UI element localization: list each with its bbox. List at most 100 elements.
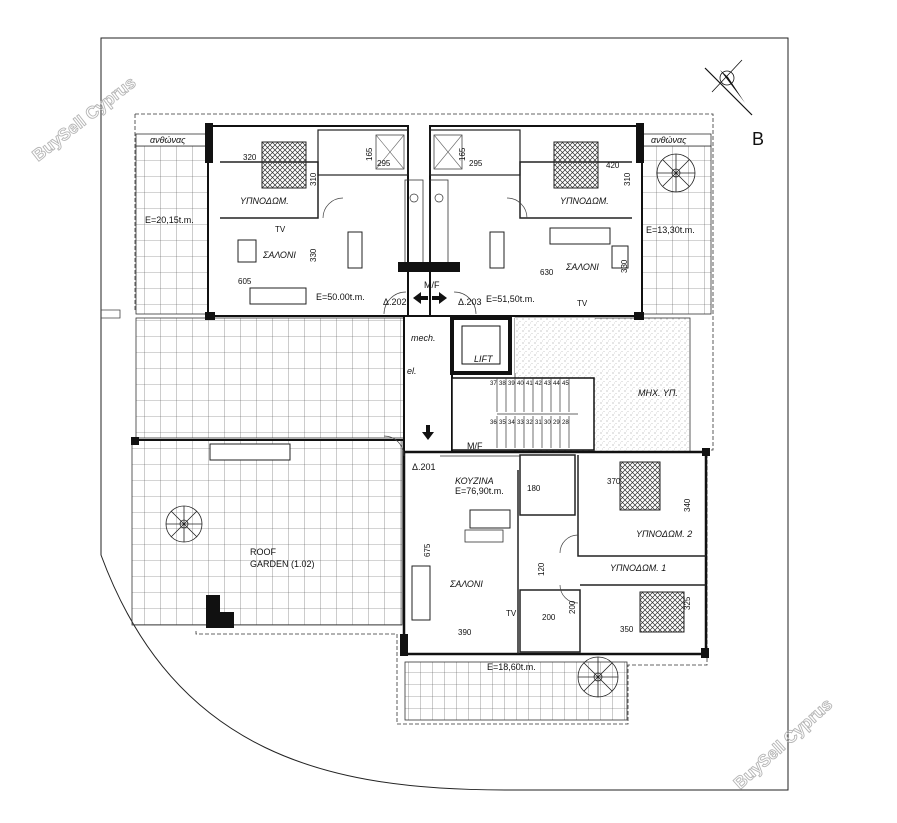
shower-left-x <box>375 134 405 170</box>
table-left <box>347 231 363 269</box>
spiral-stair-bottom <box>577 656 619 698</box>
room-bedroom-2: ΥΠΝΟΔΩΜ. 2 <box>636 529 692 539</box>
dining-table <box>464 529 504 543</box>
room-el: el. <box>407 366 417 376</box>
door-swing-201 <box>383 435 405 457</box>
tv-bottom: TV <box>506 609 517 618</box>
room-mech-space: ΜΗΧ. ΥΠ. <box>638 388 678 398</box>
dim-180: 180 <box>527 484 541 493</box>
stair-step-number: 30 <box>544 420 551 426</box>
stair-step-number: 34 <box>508 420 515 426</box>
dim-630: 630 <box>540 268 554 277</box>
unit-203-label: Δ.203 <box>458 297 482 307</box>
stair-step-number: 41 <box>526 381 533 387</box>
dim-295-right: 295 <box>469 159 483 168</box>
stair-step-number: 45 <box>562 381 569 387</box>
unit-201-label: Δ.201 <box>412 462 436 472</box>
compass-icon <box>704 59 753 116</box>
armchair-left <box>237 239 257 263</box>
stair-step-number: 40 <box>517 381 524 387</box>
mf-top-label: M/F <box>424 280 440 290</box>
shower-right <box>433 134 463 170</box>
room-lift: LIFT <box>474 354 494 364</box>
bed-right <box>553 141 599 189</box>
stair-step-number: 42 <box>535 381 542 387</box>
sink-right <box>434 193 444 203</box>
flat-201-area: E=76,90t.m. <box>455 486 504 496</box>
lift-car <box>461 325 501 365</box>
spiral-stair-right <box>656 153 696 193</box>
roof-garden-label-1: ROOF <box>250 547 277 557</box>
shower-right-x <box>433 134 463 170</box>
door-swing-bed1 <box>559 584 579 604</box>
watermark-top: BuySell Cyprus <box>29 73 140 165</box>
sofa-left <box>249 287 307 305</box>
room-salon-right: ΣΑΛΟΝΙ <box>565 262 599 272</box>
balcony-left-label: ανθώνας <box>150 135 186 145</box>
stair-step-number: 29 <box>553 420 560 426</box>
stair-step-number: 38 <box>499 381 506 387</box>
room-kitchen: ΚΟΥΖΙΝΑ <box>455 476 494 486</box>
bed-1 <box>639 591 685 633</box>
dim-295-left: 295 <box>377 159 391 168</box>
stair-step-number: 33 <box>517 420 524 426</box>
stair-step-number: 31 <box>535 420 542 426</box>
boundary-inner-line <box>101 309 121 319</box>
room-bedroom-right: ΥΠΝΟΔΩΜ. <box>560 196 609 206</box>
dim-320: 320 <box>243 153 257 162</box>
dim-420: 420 <box>606 161 620 170</box>
entry-arrows-icon <box>413 292 447 440</box>
tv-right: TV <box>577 299 588 308</box>
wall-posts <box>131 123 710 658</box>
stair-step-number: 44 <box>553 381 560 387</box>
bathroom-201 <box>519 454 576 516</box>
mech-space-notch-fill <box>515 318 595 373</box>
terrace-left-tiles <box>135 145 209 315</box>
mf-mid-label: M/F <box>467 441 483 451</box>
sink-left <box>409 193 419 203</box>
stair-step-number: 32 <box>526 420 533 426</box>
bed-left <box>261 141 307 189</box>
terrace-right-area: E=13,30t.m. <box>646 225 695 235</box>
stair-step-number: 43 <box>544 381 551 387</box>
entry-swing-202 <box>383 291 407 315</box>
apartment-202 <box>207 125 409 317</box>
stair-step-number: 37 <box>490 381 497 387</box>
dim-330-right: 330 <box>620 259 629 273</box>
dim-350: 350 <box>620 625 634 634</box>
door-swing-bed2 <box>559 534 579 554</box>
terrace-left-area: E=20,15t.m. <box>145 215 194 225</box>
dim-120: 120 <box>537 562 546 576</box>
stair-step-number: 36 <box>490 420 497 426</box>
bed-2 <box>619 461 661 511</box>
room-bedroom-1: ΥΠΝΟΔΩΜ. 1 <box>610 563 666 573</box>
room-salon-left: ΣΑΛΟΝΙ <box>262 250 296 260</box>
bedroom2-walls <box>577 455 706 557</box>
watermark-bottom: BuySell Cyprus <box>730 695 836 793</box>
roof-outline <box>135 113 714 725</box>
dim-325: 325 <box>683 596 692 610</box>
dim-340: 340 <box>683 498 692 512</box>
roof-grid-left <box>135 317 407 439</box>
room-mech: mech. <box>411 333 436 343</box>
roof-garden-label-2: GARDEN (1.02) <box>250 559 315 569</box>
roof-garden-tiles <box>131 439 403 626</box>
dim-675: 675 <box>423 543 432 557</box>
dim-165-left: 165 <box>365 147 374 161</box>
terrace-bottom-tiles <box>404 661 628 721</box>
spiral-stair-roof <box>165 505 203 543</box>
dim-310-right: 310 <box>623 172 632 186</box>
door-swing-left <box>322 197 344 219</box>
bbq-counter <box>209 443 291 461</box>
flat-203-area: E=51,50t.m. <box>486 294 535 304</box>
dim-370: 370 <box>607 477 621 486</box>
sofa-right <box>549 227 611 245</box>
room-salon-bottom: ΣΑΛΟΝΙ <box>449 579 483 589</box>
roof-garden-step <box>206 595 234 628</box>
compass-letter: B <box>752 129 764 149</box>
balcony-right-label: ανθώνας <box>651 135 687 145</box>
dim-165-right: 165 <box>458 147 467 161</box>
kitchen-island <box>469 509 511 529</box>
